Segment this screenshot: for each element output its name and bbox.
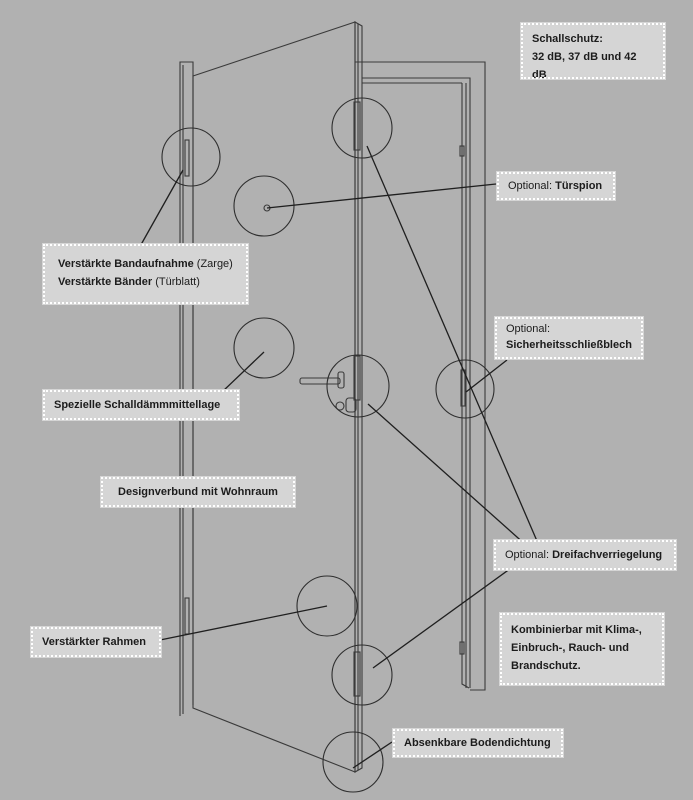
sound-title: Schallschutz:	[532, 33, 603, 45]
combi-line-1: Kombinierbar mit Klima-,	[511, 624, 642, 636]
callout-frame: Verstärkter Rahmen	[30, 626, 162, 658]
callout-sound-protection: Schallschutz: 32 dB, 37 dB und 42 dB	[520, 22, 666, 81]
hinge-frame-bold: Verstärkte Bandaufnahme	[58, 258, 194, 270]
sound-values: 32 dB, 37 dB und 42 dB	[532, 51, 637, 81]
strike-name: Sicherheitsschließblech	[506, 339, 632, 351]
lock-name: Dreifachverriegelung	[552, 549, 663, 561]
pointer-lines	[137, 145, 541, 769]
peephole-prefix: Optional:	[508, 180, 553, 192]
frame-label: Verstärkter Rahmen	[42, 636, 146, 648]
callout-triple-lock: Optional: Dreifachverriegelung	[493, 539, 677, 571]
hinge-leaf-light: (Türblatt)	[155, 276, 200, 288]
combi-line-3: Brandschutz.	[511, 660, 581, 672]
strike-prefix: Optional:	[506, 323, 551, 335]
hinge-frame-light: (Zarge)	[196, 258, 233, 270]
callout-hinges: Verstärkte Bandaufnahme (Zarge) Verstärk…	[42, 243, 249, 305]
insulation-label: Spezielle Schalldämmmittellage	[54, 399, 221, 411]
callout-strike-plate: Optional: Sicherheitsschließblech	[494, 316, 644, 360]
combi-line-2: Einbruch-, Rauch- und	[511, 642, 629, 654]
callout-design: Designverbund mit Wohnraum	[100, 476, 296, 508]
design-label: Designverbund mit Wohnraum	[118, 486, 278, 498]
callout-insulation: Spezielle Schalldämmmittellage	[42, 389, 240, 421]
callout-floor-seal: Absenkbare Bodendichtung	[392, 728, 564, 758]
lock-prefix: Optional:	[505, 549, 550, 561]
hinge-leaf-bold: Verstärkte Bänder	[58, 276, 153, 288]
peephole-name: Türspion	[555, 180, 603, 192]
callout-combinable: Kombinierbar mit Klima-, Einbruch-, Rauc…	[499, 612, 665, 686]
seal-label: Absenkbare Bodendichtung	[404, 737, 551, 749]
callout-peephole: Optional: Türspion	[496, 171, 616, 201]
detail-circles	[161, 97, 495, 793]
